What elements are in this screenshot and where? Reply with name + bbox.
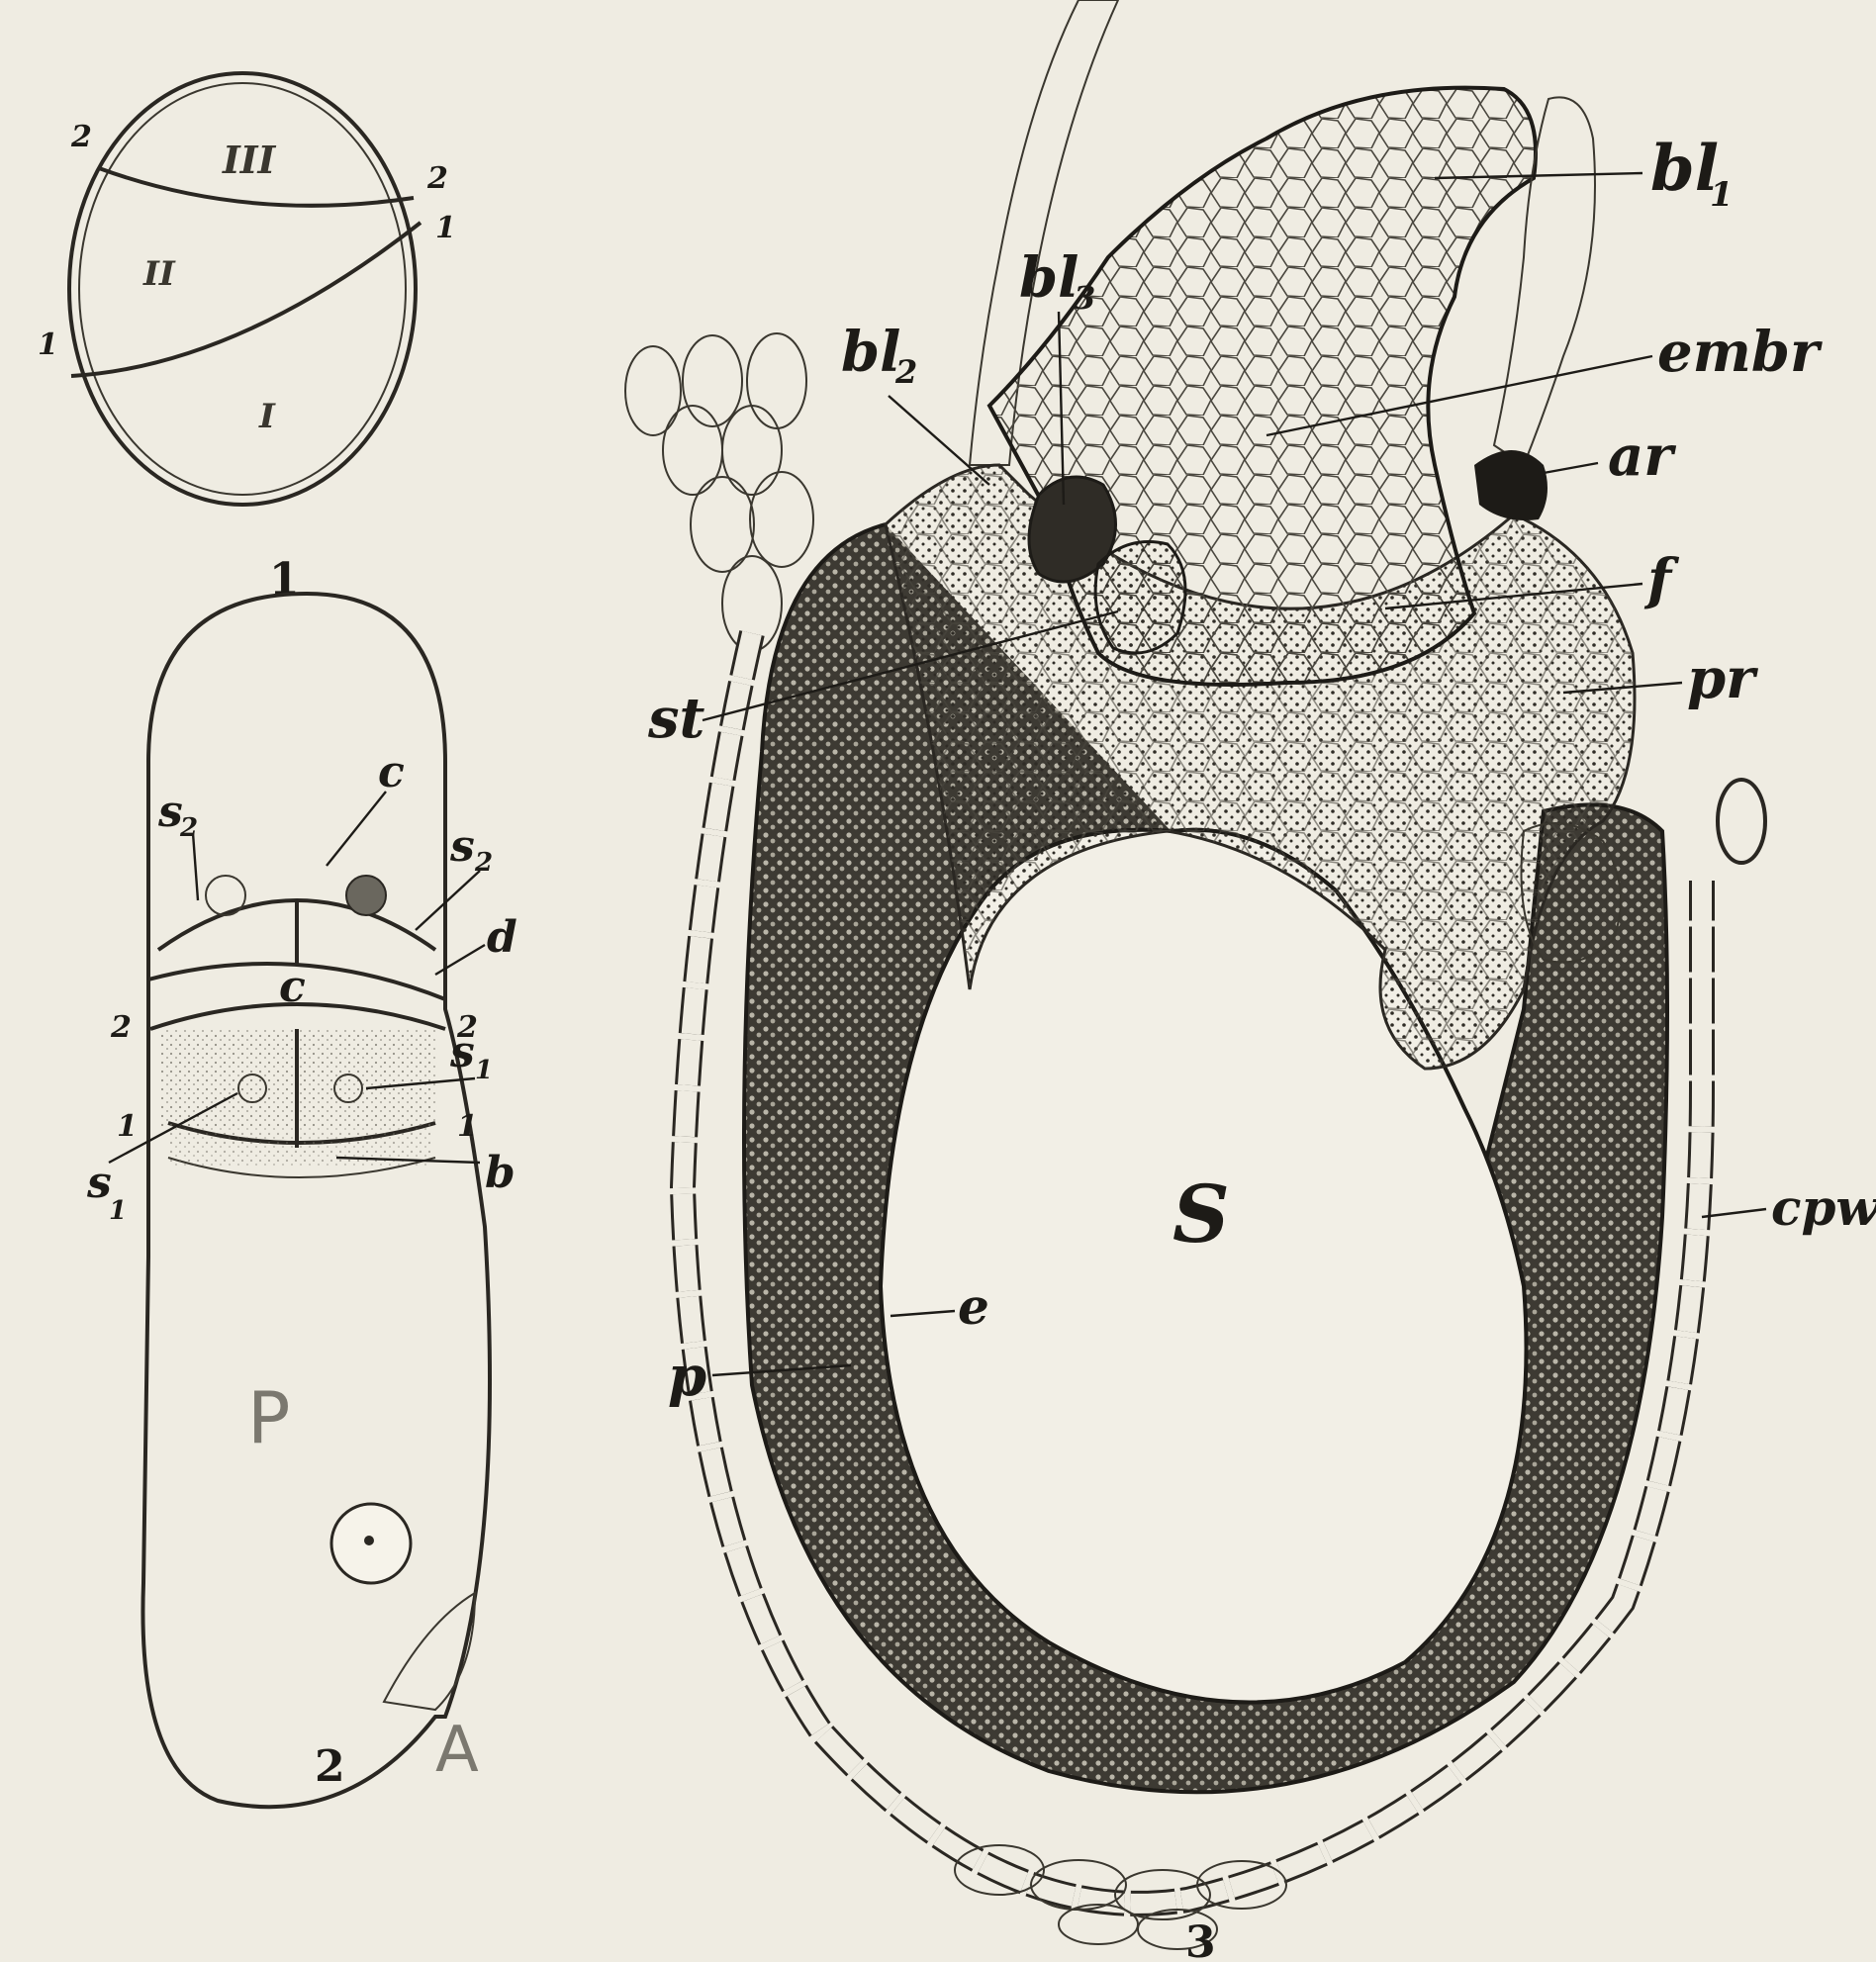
label-ar: ar — [1608, 423, 1676, 489]
label-cpw: cpw — [1771, 1178, 1876, 1237]
label-st: st — [647, 686, 705, 751]
label-s1-right-subscript: 1 — [475, 1056, 493, 1085]
handwritten-p: P — [247, 1376, 290, 1459]
leader-cpw — [1702, 1209, 1766, 1217]
label-s2-right-subscript: 2 — [474, 848, 493, 878]
wall-mark-1-left-fig2: 1 — [117, 1109, 138, 1144]
label-e: e — [958, 1277, 989, 1336]
region-label-ii: II — [142, 254, 176, 294]
label-d: d — [487, 912, 517, 963]
label-bl1: bl — [1650, 132, 1719, 206]
label-pr: pr — [1687, 646, 1758, 711]
figure-2: s 2 c s 2 d c s 1 b s 1 2 2 1 1 P A 2 — [86, 594, 517, 1807]
nucleolus — [364, 1536, 374, 1545]
figure-2-caption: 2 — [315, 1741, 345, 1792]
wall-mark-1-right-fig2: 1 — [457, 1109, 478, 1144]
top-right-cell — [1718, 780, 1765, 863]
wall-mark-2-right: 2 — [426, 161, 448, 196]
wall-mark-1-right: 1 — [435, 211, 456, 245]
label-bl3-subscript: 3 — [1074, 279, 1095, 317]
leader-c-top — [327, 792, 386, 866]
leader-d — [435, 945, 485, 975]
label-embr: embr — [1657, 320, 1823, 385]
label-f: f — [1643, 547, 1680, 612]
region-label-i: I — [258, 397, 276, 436]
label-c-middle: c — [279, 962, 306, 1012]
label-s-sac: S — [1172, 1168, 1230, 1261]
wall-mark-2-right-fig2: 2 — [456, 1010, 478, 1045]
label-bl2: bl — [841, 320, 900, 385]
wall-mark-2-left: 2 — [70, 120, 92, 154]
nucleus-s2-right — [346, 876, 386, 915]
region-label-iii: III — [222, 138, 277, 182]
prothallium-cell-outline — [142, 594, 490, 1807]
stem-apex-st — [1095, 542, 1185, 654]
leader-bl2 — [889, 396, 989, 485]
label-s2-left-subscript: 2 — [179, 813, 198, 843]
figure-3-caption: 3 — [1185, 1917, 1216, 1962]
wall-1-1 — [71, 223, 421, 376]
archegonium-ar — [1474, 450, 1548, 520]
label-s2-right: s — [449, 821, 475, 872]
label-bl2-subscript: 2 — [894, 353, 917, 391]
loose-cells-left — [625, 333, 813, 651]
label-s2-left: s — [157, 787, 183, 837]
label-b: b — [485, 1148, 516, 1198]
handwritten-a: A — [435, 1714, 479, 1787]
leader-ar — [1544, 463, 1598, 473]
figure-1: III II I 2 2 1 1 1 — [38, 73, 456, 605]
label-p: p — [668, 1344, 706, 1409]
wall-mark-1-left: 1 — [38, 327, 58, 362]
figure-3: bl 1 bl 3 bl 2 embr ar f pr st S cpw e p… — [625, 0, 1876, 1962]
label-c-top: c — [378, 747, 405, 797]
leader-s2-right — [416, 871, 480, 930]
compartment-b — [168, 1128, 430, 1168]
label-bl3: bl — [1019, 245, 1079, 311]
label-s1-left-subscript: 1 — [109, 1196, 127, 1226]
antheridium-a — [384, 1593, 475, 1710]
leader-s2-left — [193, 833, 198, 900]
nucleus-s2-left — [206, 876, 245, 915]
label-s1-left: s — [86, 1158, 112, 1208]
label-bl1-subscript: 1 — [1710, 175, 1734, 215]
wall-mark-2-left-fig2: 2 — [110, 1010, 132, 1045]
